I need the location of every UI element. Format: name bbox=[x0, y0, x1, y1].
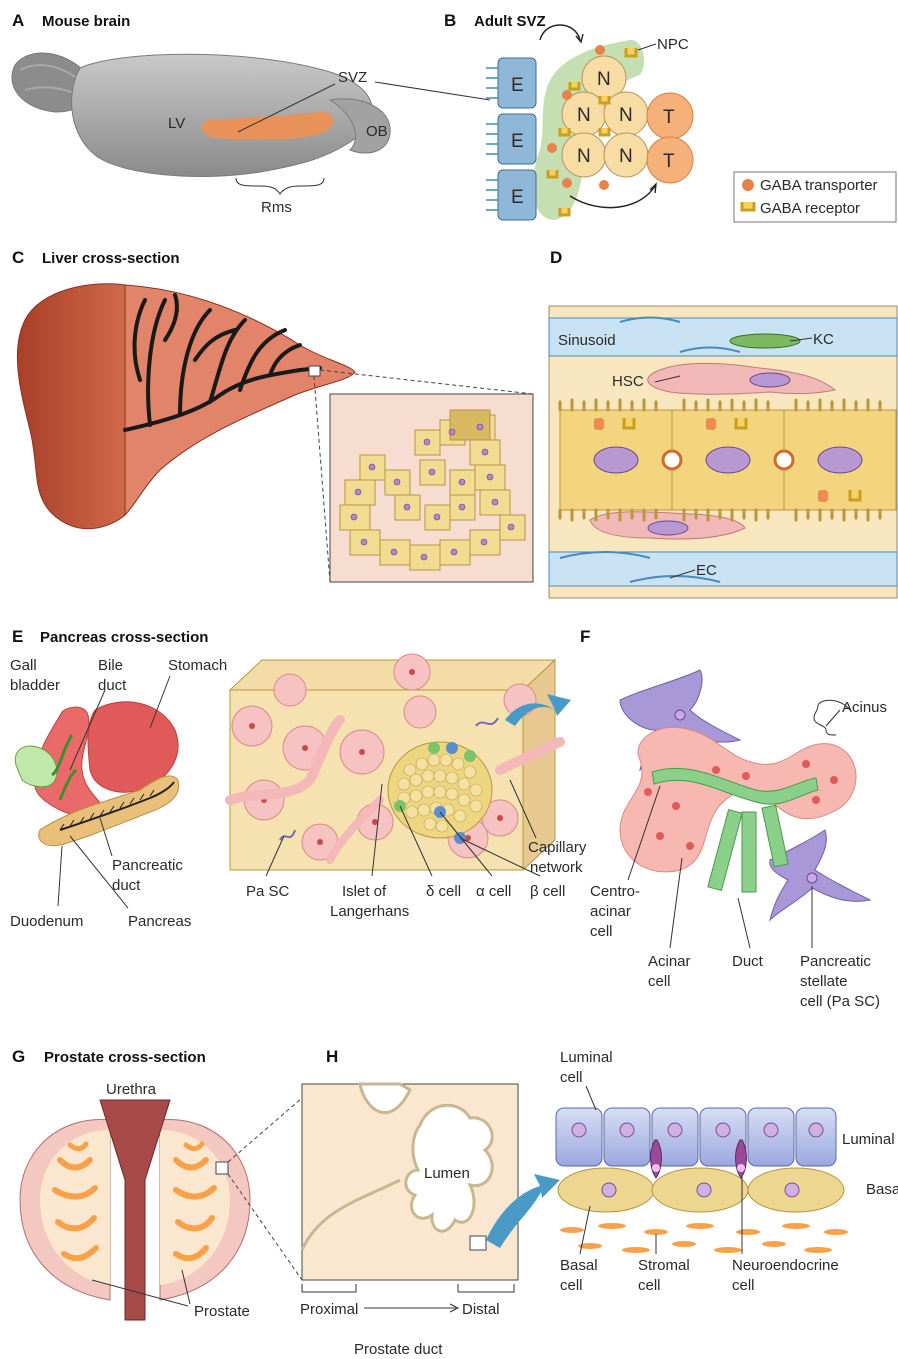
urethra-label: Urethra bbox=[106, 1081, 157, 1098]
liver-illustration bbox=[17, 284, 355, 529]
panel-c-title: Liver cross-section bbox=[42, 250, 180, 267]
n-cell-label: N bbox=[577, 105, 591, 126]
capillary-label-2: network bbox=[530, 859, 583, 876]
acinar-cell-label-1: Acinar bbox=[648, 953, 691, 970]
e-cell-label: E bbox=[511, 131, 524, 152]
luminal-cell-label-2: cell bbox=[560, 1069, 583, 1086]
bile-duct-label-1: Bile bbox=[98, 657, 123, 674]
legend-receptor: GABA receptor bbox=[760, 200, 860, 217]
neuroendocrine-label-1: Neuroendocrine bbox=[732, 1257, 839, 1274]
neuroendocrine-label-2: cell bbox=[732, 1277, 755, 1294]
beta-cell-label: β cell bbox=[530, 883, 565, 900]
n-cell-label: N bbox=[619, 105, 633, 126]
pancreas-anatomy bbox=[15, 702, 178, 846]
stromal-cell-label-2: cell bbox=[638, 1277, 661, 1294]
panel-g-title: Prostate cross-section bbox=[44, 1049, 206, 1066]
e-cell-label: E bbox=[511, 75, 524, 96]
stellate-label-2: stellate bbox=[800, 973, 848, 990]
panel-e-title: Pancreas cross-section bbox=[40, 629, 208, 646]
ependymal-cells: E E E bbox=[486, 58, 536, 220]
e-cell-label: E bbox=[511, 187, 524, 208]
capillary-label-1: Capillary bbox=[528, 839, 587, 856]
svz-label: SVZ bbox=[338, 69, 367, 86]
acinus-label: Acinus bbox=[842, 699, 887, 716]
basal-layer-label: Basa bbox=[866, 1181, 898, 1198]
distal-label: Distal bbox=[462, 1301, 500, 1318]
hsc-label: HSC bbox=[612, 373, 644, 390]
kc-label: KC bbox=[813, 331, 834, 348]
panel-f: F Acinus Centro- acinar cell Acinar cell bbox=[580, 627, 887, 1010]
panel-h: H Lumen Proximal Distal Prostate duct bbox=[300, 1047, 898, 1358]
centroacinar-label-1: Centro- bbox=[590, 883, 640, 900]
panel-b-letter: B bbox=[444, 11, 456, 30]
n-cell-label: N bbox=[619, 146, 633, 167]
mouse-brain bbox=[12, 53, 390, 177]
centroacinar-label-3: cell bbox=[590, 923, 613, 940]
panel-g: G Prostate cross-section Urethra Prostat… bbox=[12, 1047, 302, 1320]
panel-e-letter: E bbox=[12, 627, 23, 646]
gall-bladder-label-2: bladder bbox=[10, 677, 60, 694]
panel-f-letter: F bbox=[580, 627, 590, 646]
rms-label: Rms bbox=[261, 199, 292, 216]
legend-transporter: GABA transporter bbox=[760, 177, 878, 194]
delta-cell-label: δ cell bbox=[426, 883, 461, 900]
pancreatic-duct-label-1: Pancreatic bbox=[112, 857, 183, 874]
ob-label: OB bbox=[366, 123, 388, 140]
t-cell-label: T bbox=[663, 151, 675, 172]
kupffer-cell bbox=[730, 334, 800, 348]
prostate-label: Prostate bbox=[194, 1303, 250, 1320]
duodenum-label: Duodenum bbox=[10, 913, 83, 930]
panel-e: E Pancreas cross-section Gall bladder Bi… bbox=[10, 627, 587, 930]
stellate-label-1: Pancreatic bbox=[800, 953, 871, 970]
panel-h-letter: H bbox=[326, 1047, 338, 1066]
luminal-cell-label-1: Luminal bbox=[560, 1049, 613, 1066]
panel-a-letter: A bbox=[12, 11, 24, 30]
panel-b-title: Adult SVZ bbox=[474, 13, 546, 30]
hepatocyte-row bbox=[560, 400, 896, 520]
stromal-cell-label-1: Stromal bbox=[638, 1257, 690, 1274]
epithelium bbox=[556, 1108, 848, 1253]
prostate-duct-label: Prostate duct bbox=[354, 1341, 443, 1358]
panel-d-letter: D bbox=[550, 248, 562, 267]
luminal-layer-label: Luminal bbox=[842, 1131, 895, 1148]
pa-sc-label: Pa SC bbox=[246, 883, 290, 900]
stellate-label-3: cell (Pa SC) bbox=[800, 993, 880, 1010]
n-cell-label: N bbox=[577, 146, 591, 167]
panel-c: C Liver cross-section bbox=[12, 248, 533, 582]
npc-label: NPC bbox=[657, 36, 689, 53]
basal-cell-label-2: cell bbox=[560, 1277, 583, 1294]
centroacinar-label-2: acinar bbox=[590, 903, 631, 920]
gall-bladder-label-1: Gall bbox=[10, 657, 37, 674]
alpha-cell-label: α cell bbox=[476, 883, 511, 900]
panel-a: A Mouse brain SVZ LV OB Rms bbox=[12, 11, 490, 216]
panel-c-letter: C bbox=[12, 248, 24, 267]
basal-cell-label-1: Basal bbox=[560, 1257, 598, 1274]
panel-a-title: Mouse brain bbox=[42, 13, 130, 30]
lumen-label: Lumen bbox=[424, 1165, 470, 1182]
stomach-label: Stomach bbox=[168, 657, 227, 674]
legend-box: GABA transporter GABA receptor bbox=[734, 172, 896, 222]
panel-b: B Adult SVZ E E E N N N N N T T bbox=[444, 11, 896, 222]
islet-label-2: Langerhans bbox=[330, 903, 409, 920]
prostate-gland bbox=[20, 1100, 250, 1320]
bile-duct-label-2: duct bbox=[98, 677, 127, 694]
n-cell-label: N bbox=[597, 69, 611, 90]
duct-label: Duct bbox=[732, 953, 764, 970]
ec-label: EC bbox=[696, 562, 717, 579]
panel-g-letter: G bbox=[12, 1047, 25, 1066]
islet-label-1: Islet of bbox=[342, 883, 387, 900]
sinusoid-label: Sinusoid bbox=[558, 332, 616, 349]
proximal-label: Proximal bbox=[300, 1301, 358, 1318]
pancreas-label: Pancreas bbox=[128, 913, 191, 930]
gaba-receptor-icon bbox=[742, 202, 754, 210]
lv-label: LV bbox=[168, 115, 185, 132]
t-cell-label: T bbox=[663, 107, 675, 128]
gaba-transporter-icon bbox=[742, 179, 754, 191]
panel-d: D KC Sinusoid HSC EC bbox=[549, 248, 897, 598]
pancreas-tissue-block bbox=[230, 654, 571, 870]
pancreatic-duct-label-2: duct bbox=[112, 877, 141, 894]
acinar-cell-label-2: cell bbox=[648, 973, 671, 990]
sinusoid-bottom bbox=[549, 552, 897, 586]
